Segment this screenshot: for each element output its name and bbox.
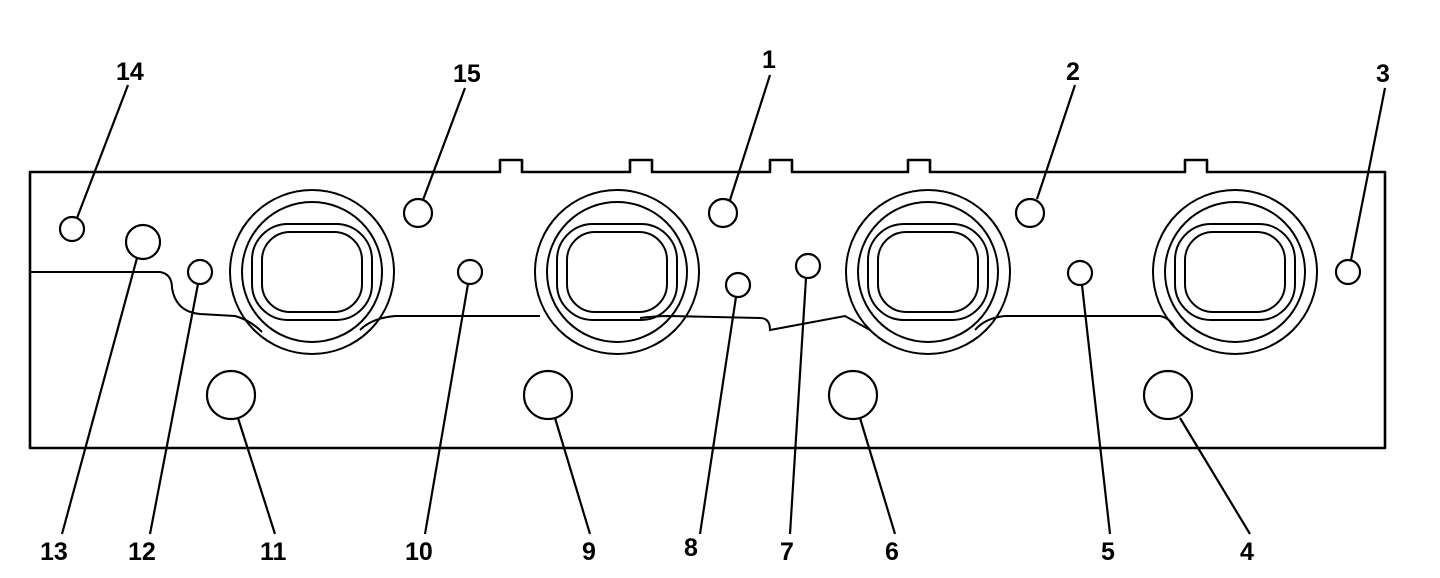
exhaust-port-1 (229, 189, 395, 355)
exhaust-port-2 (534, 189, 700, 355)
bolt-hole-8 (724, 271, 752, 299)
bolt-label-5: 5 (1101, 538, 1115, 566)
bolt-hole-4 (1142, 369, 1194, 421)
bolt-hole-13 (124, 223, 162, 261)
bolt-hole-12 (186, 258, 214, 286)
bolt-hole-9 (522, 369, 574, 421)
bolt-label-4: 4 (1240, 538, 1254, 566)
bolt-hole-7 (794, 252, 822, 280)
mounting-face-contour (30, 271, 1176, 333)
bolt-label-6: 6 (885, 538, 899, 566)
bolt-hole-1 (707, 197, 739, 229)
bolt-label-2: 2 (1066, 58, 1080, 86)
bolt-label-7: 7 (780, 538, 794, 566)
bolt-label-1: 1 (762, 46, 776, 74)
bolt-hole-11 (205, 369, 257, 421)
leader-line-10 (423, 283, 470, 535)
leader-line-14 (75, 84, 130, 219)
leader-line-5 (1080, 284, 1112, 535)
bolt-label-10: 10 (405, 538, 433, 566)
bolt-label-8: 8 (684, 534, 698, 562)
exhaust-port-4 (1152, 189, 1318, 355)
leader-line-2 (1035, 84, 1077, 200)
leader-line-15 (421, 87, 467, 201)
leader-line-3 (1349, 87, 1387, 261)
bolt-hole-2 (1014, 197, 1046, 229)
leader-line-1 (728, 74, 772, 201)
bolt-label-3: 3 (1376, 60, 1390, 88)
leader-line-9 (553, 417, 592, 535)
leader-line-11 (236, 417, 277, 535)
leader-line-7 (788, 277, 808, 535)
leader-line-12 (148, 283, 200, 535)
bolt-hole-10 (456, 258, 484, 286)
bolt-label-9: 9 (582, 538, 596, 566)
bolt-hole-5 (1066, 259, 1094, 287)
bolt-label-12: 12 (128, 538, 156, 566)
bolt-hole-14 (58, 215, 86, 243)
plate-outline (28, 158, 1387, 450)
bolt-label-11: 11 (260, 538, 287, 566)
bolt-label-13: 13 (40, 538, 68, 566)
exhaust-port-3 (845, 189, 1011, 355)
leader-line-8 (698, 296, 738, 535)
bolt-label-14: 14 (116, 58, 144, 86)
bolt-label-15: 15 (453, 60, 481, 88)
leader-line-13 (60, 257, 139, 535)
bolt-hole-15 (402, 197, 434, 229)
bolt-hole-6 (827, 369, 879, 421)
bolt-hole-3 (1334, 258, 1362, 286)
leader-line-4 (1179, 417, 1251, 535)
leader-line-6 (858, 417, 897, 535)
